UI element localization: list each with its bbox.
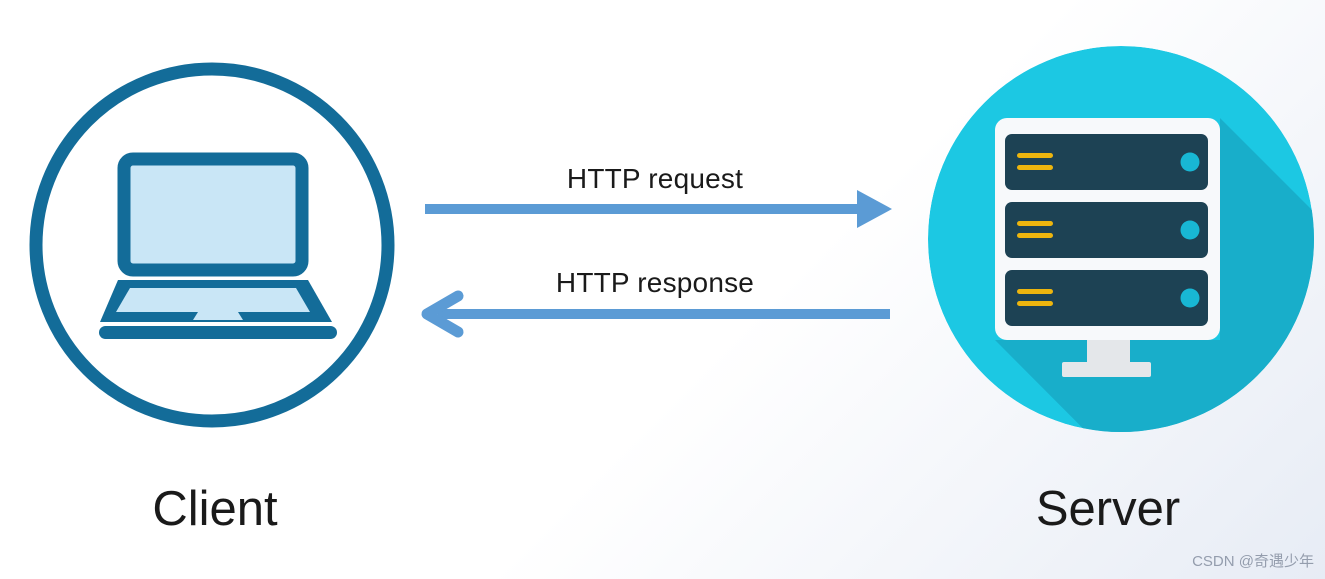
server-stand-base xyxy=(1062,362,1151,377)
http-request-arrow right-arrow-icon xyxy=(425,190,892,228)
server-label: Server xyxy=(1035,482,1181,536)
request-arrow-shaft xyxy=(425,204,862,214)
rack-2-line-icon xyxy=(1017,233,1053,238)
server-rack-3 xyxy=(1005,270,1208,326)
server-rack-1 xyxy=(1005,134,1208,190)
http-response-arrow left-arrow-icon xyxy=(421,290,890,338)
client-node xyxy=(28,60,396,432)
server-icon xyxy=(928,46,1314,432)
http-response-label: HTTP response xyxy=(555,267,755,298)
rack-1-line-icon xyxy=(1017,153,1053,158)
laptop-base-bar xyxy=(99,326,337,339)
server-stand-neck xyxy=(1087,340,1130,364)
rack-2-led-icon xyxy=(1180,220,1200,240)
watermark: CSDN @奇遇少年 xyxy=(1192,553,1314,570)
laptop-screen xyxy=(117,152,309,277)
response-arrow-head xyxy=(421,290,464,338)
rack-1-line-icon xyxy=(1017,165,1053,170)
laptop-icon xyxy=(29,62,395,428)
laptop-keyboard-inner xyxy=(116,288,310,312)
server-rack-2 xyxy=(1005,202,1208,258)
rack-2-line-icon xyxy=(1017,221,1053,226)
rack-3-line-icon xyxy=(1017,301,1053,306)
rack-3-line-icon xyxy=(1017,289,1053,294)
client-label: Client xyxy=(152,482,278,536)
server-node xyxy=(925,45,1319,437)
rack-1-led-icon xyxy=(1180,152,1200,172)
server-long-shadow xyxy=(995,118,1314,432)
laptop-trackpad-notch xyxy=(193,312,243,320)
rack-3-led-icon xyxy=(1180,288,1200,308)
request-arrow-head xyxy=(857,190,892,228)
http-request-label: HTTP request xyxy=(566,163,744,194)
